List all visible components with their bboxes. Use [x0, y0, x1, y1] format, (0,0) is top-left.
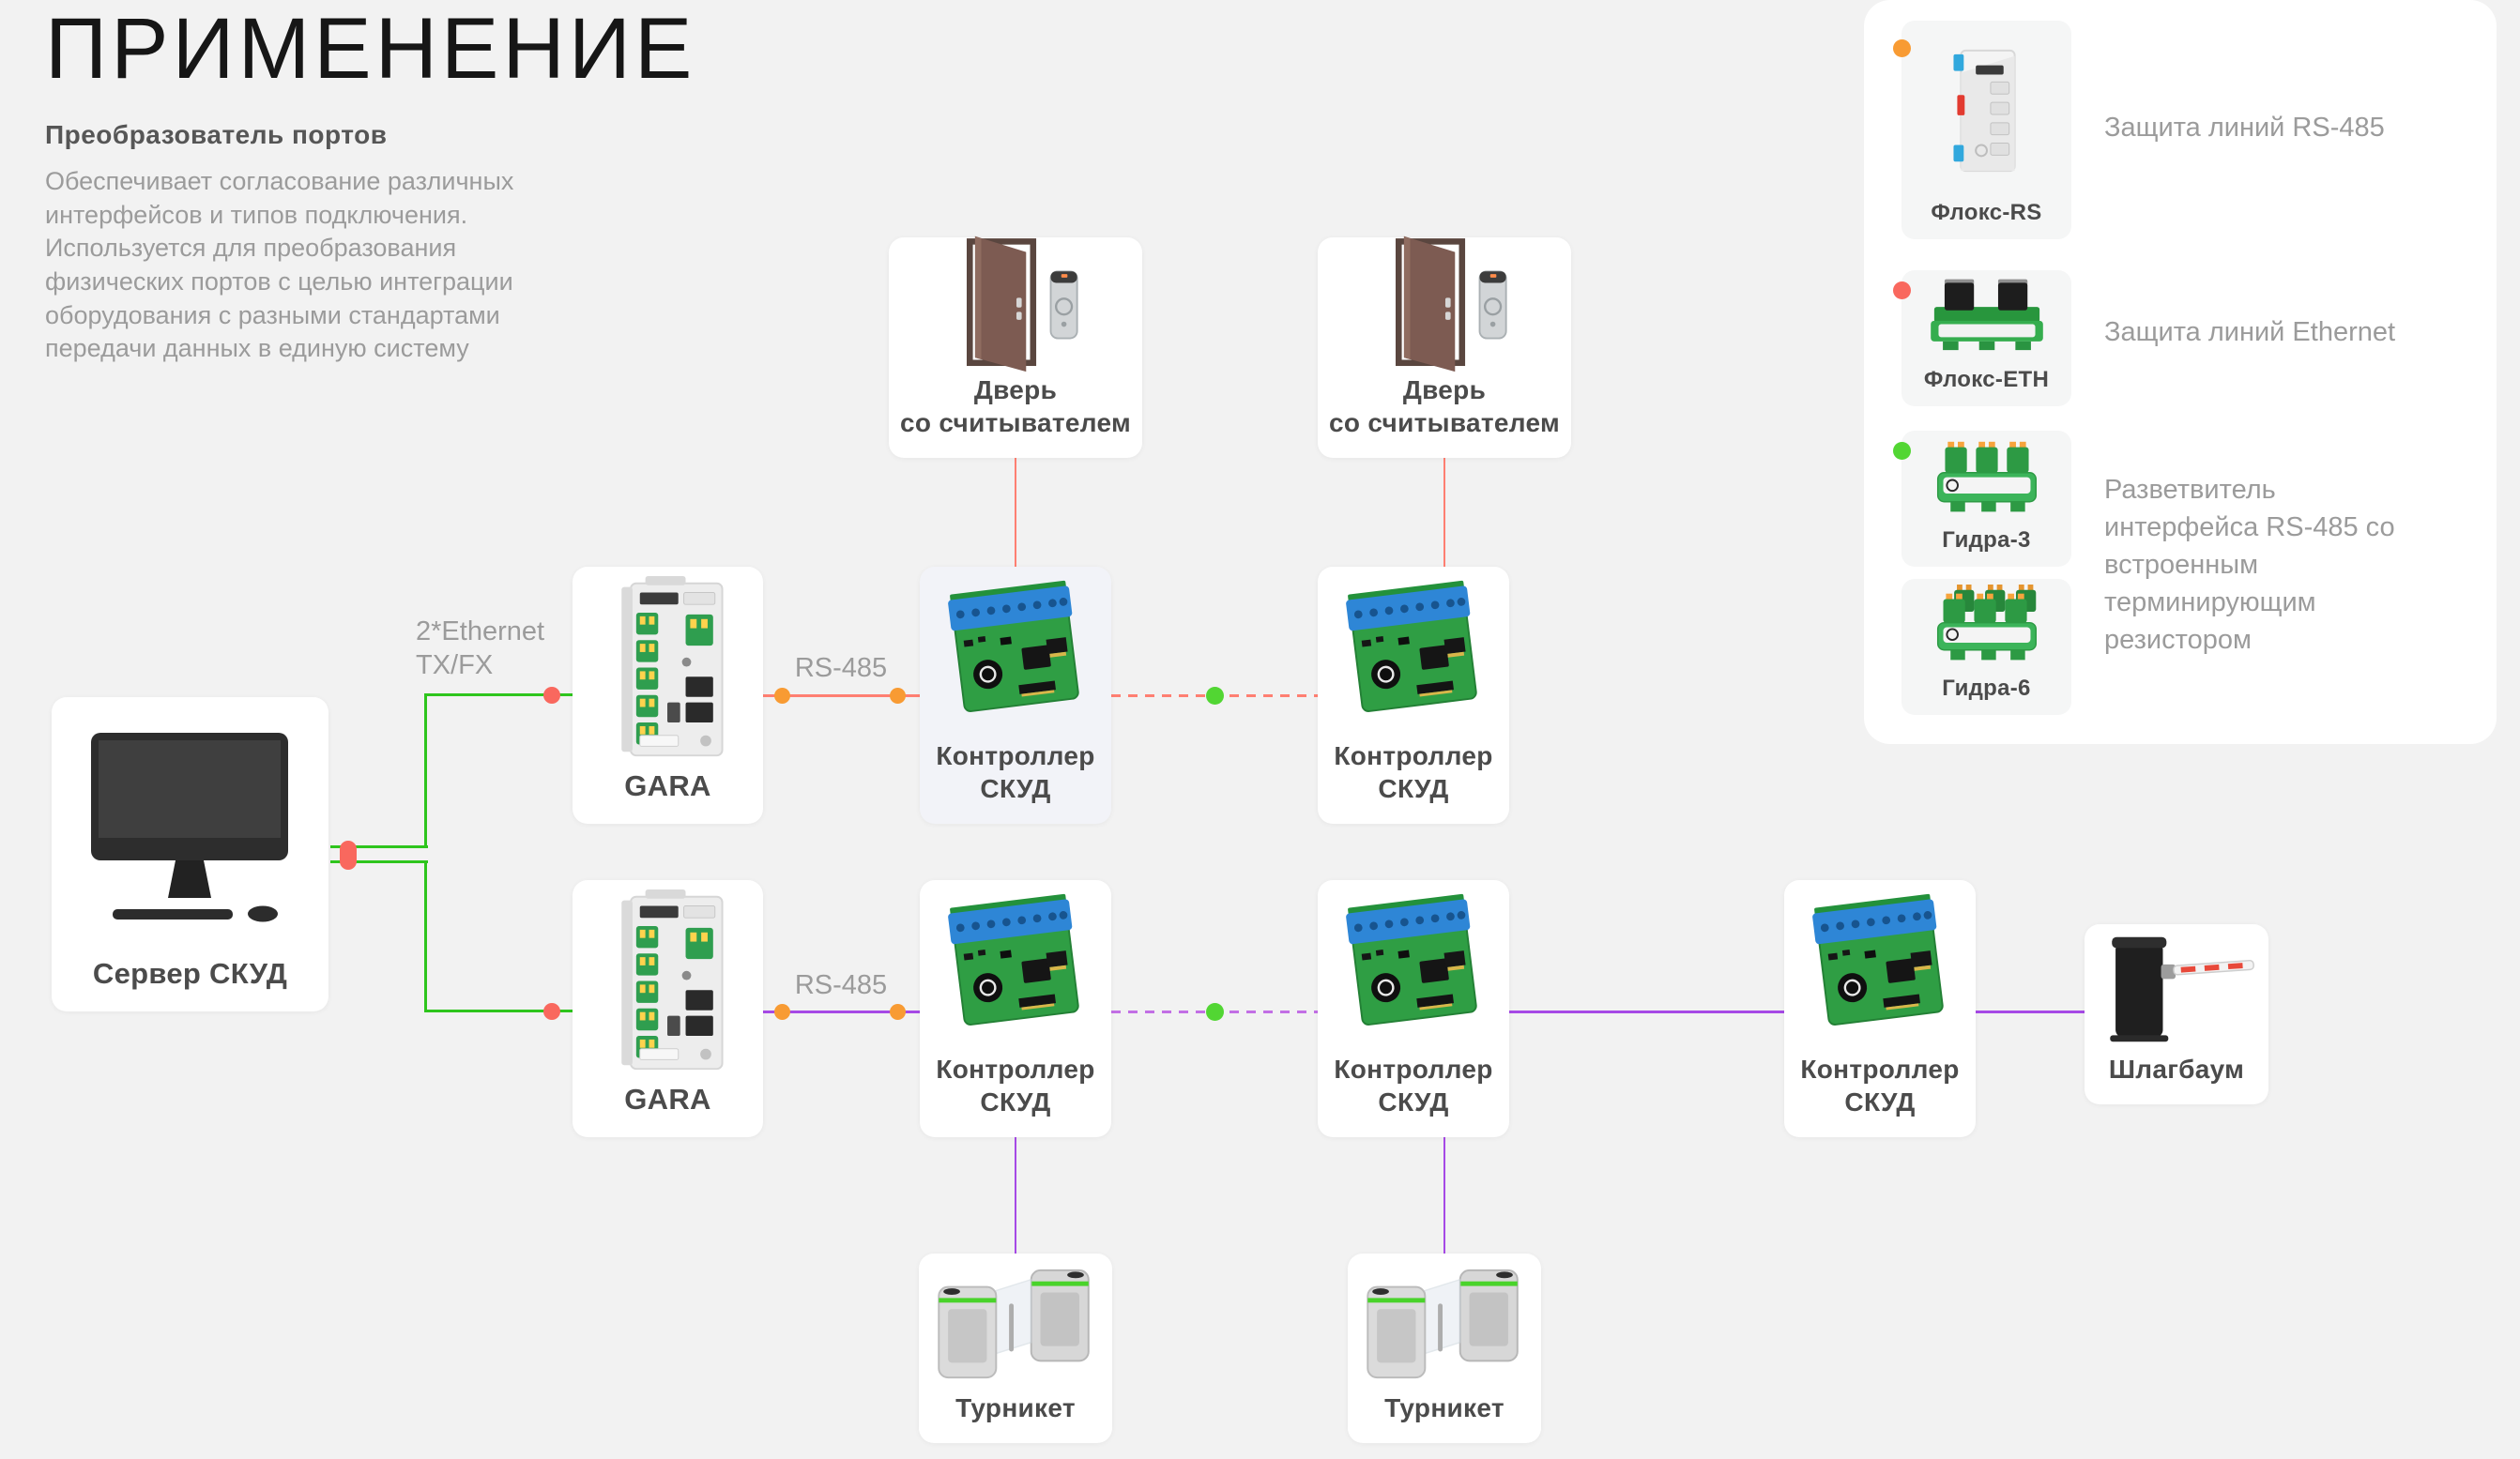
node-turnstile-left-label: Турникет [955, 1393, 1076, 1422]
node-turnstile-right: Турникет [1348, 1254, 1541, 1443]
node-barrier-label: Шлагбаум [2108, 1055, 2245, 1084]
flox-rs-marker-dot-top-1 [774, 688, 790, 704]
acs-controller-board-icon [920, 567, 1111, 739]
ethernet-line-top-h1 [330, 845, 428, 848]
flox-eth-marker-dot-top [543, 687, 560, 704]
node-controller-top-left: Контроллер СКУД [920, 567, 1111, 824]
legend-device-floks-eth: Флокс-ETH [1901, 270, 2071, 406]
legend-device-floks-rs: Флокс-RS [1901, 21, 2071, 239]
flox-rs-marker-dot-bottom-1 [774, 1004, 790, 1020]
hydra-legend-dot [1893, 442, 1911, 460]
legend-device-hydra-3-label: Гидра-3 [1942, 527, 2031, 553]
legend-device-hydra-3: Гидра-3 [1901, 431, 2071, 567]
ethernet-line-bottom-riser [424, 862, 427, 1011]
node-controller-bottom-right-label: Контроллер СКУД [1800, 1055, 1960, 1117]
flox-eth-marker-dot-bottom [543, 1003, 560, 1020]
node-gara-top: GARA [573, 567, 763, 824]
legend-text-rs485-protection: Защита линий RS-485 [2104, 113, 2385, 143]
legend-device-floks-rs-label: Флокс-RS [1931, 200, 2042, 225]
legend-text-rs485-splitter: Разветвитель интерфейса RS-485 со встрое… [2104, 475, 2395, 656]
barrier-gate-icon [2085, 924, 2268, 1053]
turnstile-icon [919, 1254, 1112, 1391]
door-link-line-right [1443, 458, 1445, 567]
node-controller-bottom-left: Контроллер СКУД [920, 880, 1111, 1137]
legend-panel: Флокс-RS Защита линий RS-485 [1864, 0, 2497, 744]
ethernet-line-bottom-h2 [424, 1010, 573, 1012]
hydra-marker-dot-bottom [1206, 1003, 1224, 1021]
node-door-right-label: Дверь со считывателем [1329, 375, 1560, 437]
legend-device-floks-eth-label: Флокс-ETH [1923, 367, 2050, 392]
node-gara-bottom-label: GARA [624, 1083, 711, 1117]
node-barrier: Шлагбаум [2085, 924, 2268, 1104]
flox-rs-legend-dot [1893, 39, 1911, 57]
barrier-link-line [1976, 1011, 2085, 1013]
rs485-line-bottom [762, 1011, 920, 1013]
ethernet-line-top-riser [424, 694, 427, 848]
node-controller-bottom-middle-label: Контроллер СКУД [1334, 1055, 1493, 1117]
node-gara-bottom: GARA [573, 880, 763, 1137]
legend-device-hydra-6: Гидра-6 [1901, 579, 2071, 715]
node-controller-bottom-left-label: Контроллер СКУД [936, 1055, 1095, 1117]
door-link-line-left [1015, 458, 1016, 567]
floks-eth-device-icon [1901, 270, 2071, 367]
rs485-bus-line-mid [1509, 1011, 1784, 1013]
door-with-reader-icon [889, 233, 1142, 373]
rs485-label-bottom: RS-485 [794, 970, 888, 1000]
floks-rs-device-icon [1901, 21, 2071, 200]
hydra-3-device-icon [1901, 431, 2071, 527]
rs485-label-top: RS-485 [794, 653, 888, 683]
node-controller-top-right: Контроллер СКУД [1318, 567, 1509, 824]
node-controller-bottom-middle: Контроллер СКУД [1318, 880, 1509, 1137]
rs485-line-top [762, 694, 920, 697]
gara-device-icon [573, 567, 763, 768]
node-door-left-label: Дверь со считывателем [900, 375, 1131, 437]
node-door-right: Дверь со считывателем [1318, 236, 1571, 458]
legend-device-hydra-6-label: Гидра-6 [1942, 676, 2031, 701]
turnstile-link-line-left [1015, 1137, 1016, 1254]
node-controller-top-left-label: Контроллер СКУД [936, 741, 1095, 803]
acs-controller-board-icon [1784, 880, 1976, 1053]
hydra-6-device-icon [1901, 579, 2071, 676]
legend-text-ethernet-protection: Защита линий Ethernet [2104, 317, 2396, 347]
flox-eth-marker-capsule [340, 841, 357, 870]
ethernet-line-top-h2 [424, 693, 573, 696]
acs-controller-board-icon [1318, 880, 1509, 1053]
node-turnstile-right-label: Турникет [1384, 1393, 1504, 1422]
page-description: Обеспечивает согласование различных инте… [45, 167, 514, 363]
node-server-label: Сервер СКУД [92, 957, 288, 991]
door-with-reader-icon [1318, 233, 1571, 373]
node-server: Сервер СКУД [52, 697, 328, 1011]
acs-controller-board-icon [1318, 567, 1509, 739]
gara-device-icon [573, 880, 763, 1082]
flox-rs-marker-dot-bottom-2 [890, 1004, 906, 1020]
acs-controller-board-icon [920, 880, 1111, 1053]
node-controller-top-right-label: Контроллер СКУД [1334, 741, 1493, 803]
turnstile-icon [1348, 1254, 1541, 1391]
ethernet-label: 2*Ethernet TX/FX [416, 616, 545, 681]
node-door-left: Дверь со считывателем [889, 236, 1142, 458]
server-computer-icon [52, 697, 328, 956]
page-title: ПРИМЕНЕНИЕ [45, 1, 696, 97]
page-subtitle: Преобразователь портов [45, 120, 388, 149]
hydra-marker-dot-top [1206, 687, 1224, 705]
node-turnstile-left: Турникет [919, 1254, 1112, 1443]
turnstile-link-line-right [1443, 1137, 1445, 1254]
flox-rs-marker-dot-top-2 [890, 688, 906, 704]
header: ПРИМЕНЕНИЕ Преобразователь портов Обеспе… [45, 0, 695, 366]
node-gara-top-label: GARA [624, 769, 711, 803]
node-controller-bottom-right: Контроллер СКУД [1784, 880, 1976, 1137]
ethernet-line-bottom-h1 [330, 860, 428, 863]
flox-eth-legend-dot [1893, 281, 1911, 299]
